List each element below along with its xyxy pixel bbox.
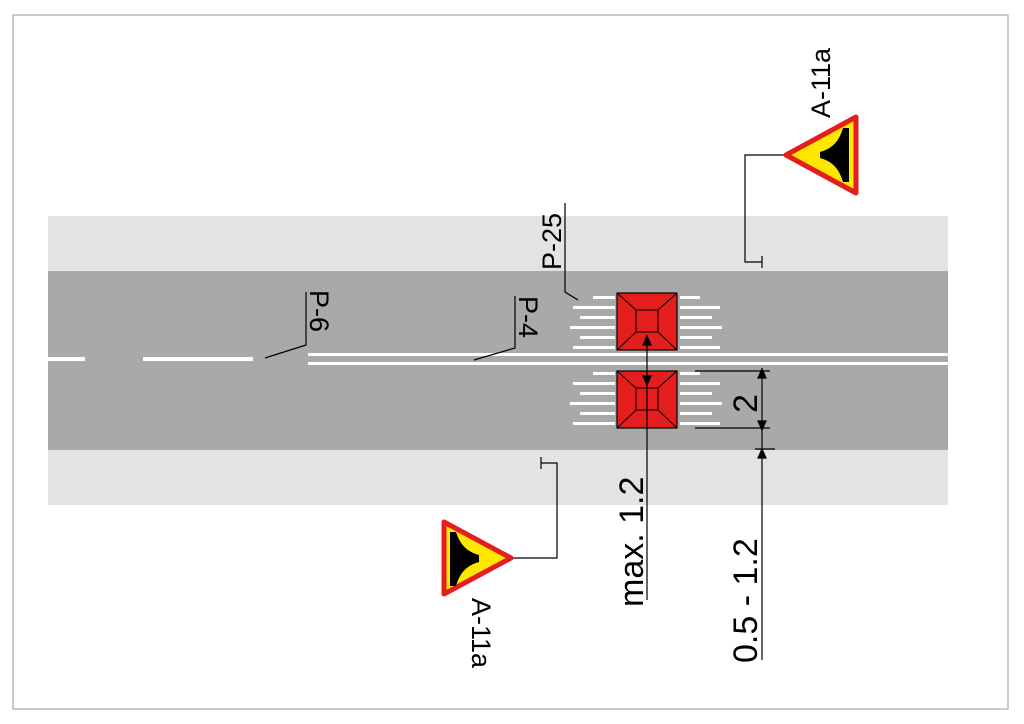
label-a11a-bottom: A-11a: [466, 598, 496, 669]
sidewalk-top: [48, 216, 948, 272]
sidewalk-bottom: [48, 449, 948, 505]
dimension-hump-width: [695, 367, 770, 432]
leader-p4: [473, 296, 516, 361]
dimension-gap: [642, 334, 652, 600]
sign-a11a-bottom-icon: [441, 519, 514, 597]
label-p4: P-4: [513, 296, 543, 338]
center-dashed-line: [48, 357, 253, 361]
center-solid-line-lower: [308, 362, 948, 365]
label-dim-offset: 0.5 - 1.2: [727, 538, 765, 663]
leader-p6: [264, 292, 307, 359]
label-p25: P-25: [537, 213, 567, 270]
sign-post-bottom: [510, 462, 558, 559]
dimension-offset: [755, 431, 775, 660]
speed-cushion-upper: [616, 292, 678, 351]
label-dim-gap: max. 1.2: [613, 477, 651, 607]
label-p6: P-6: [304, 290, 334, 332]
sign-a11a-top-icon: [783, 114, 859, 196]
leader-p25: [564, 203, 579, 301]
label-dim-hump-width: 2: [727, 394, 765, 413]
center-solid-line-upper: [308, 353, 948, 356]
p25-markings: [570, 296, 722, 425]
sign-post-top: [744, 154, 792, 263]
label-a11a-top: A-11a: [806, 47, 836, 118]
